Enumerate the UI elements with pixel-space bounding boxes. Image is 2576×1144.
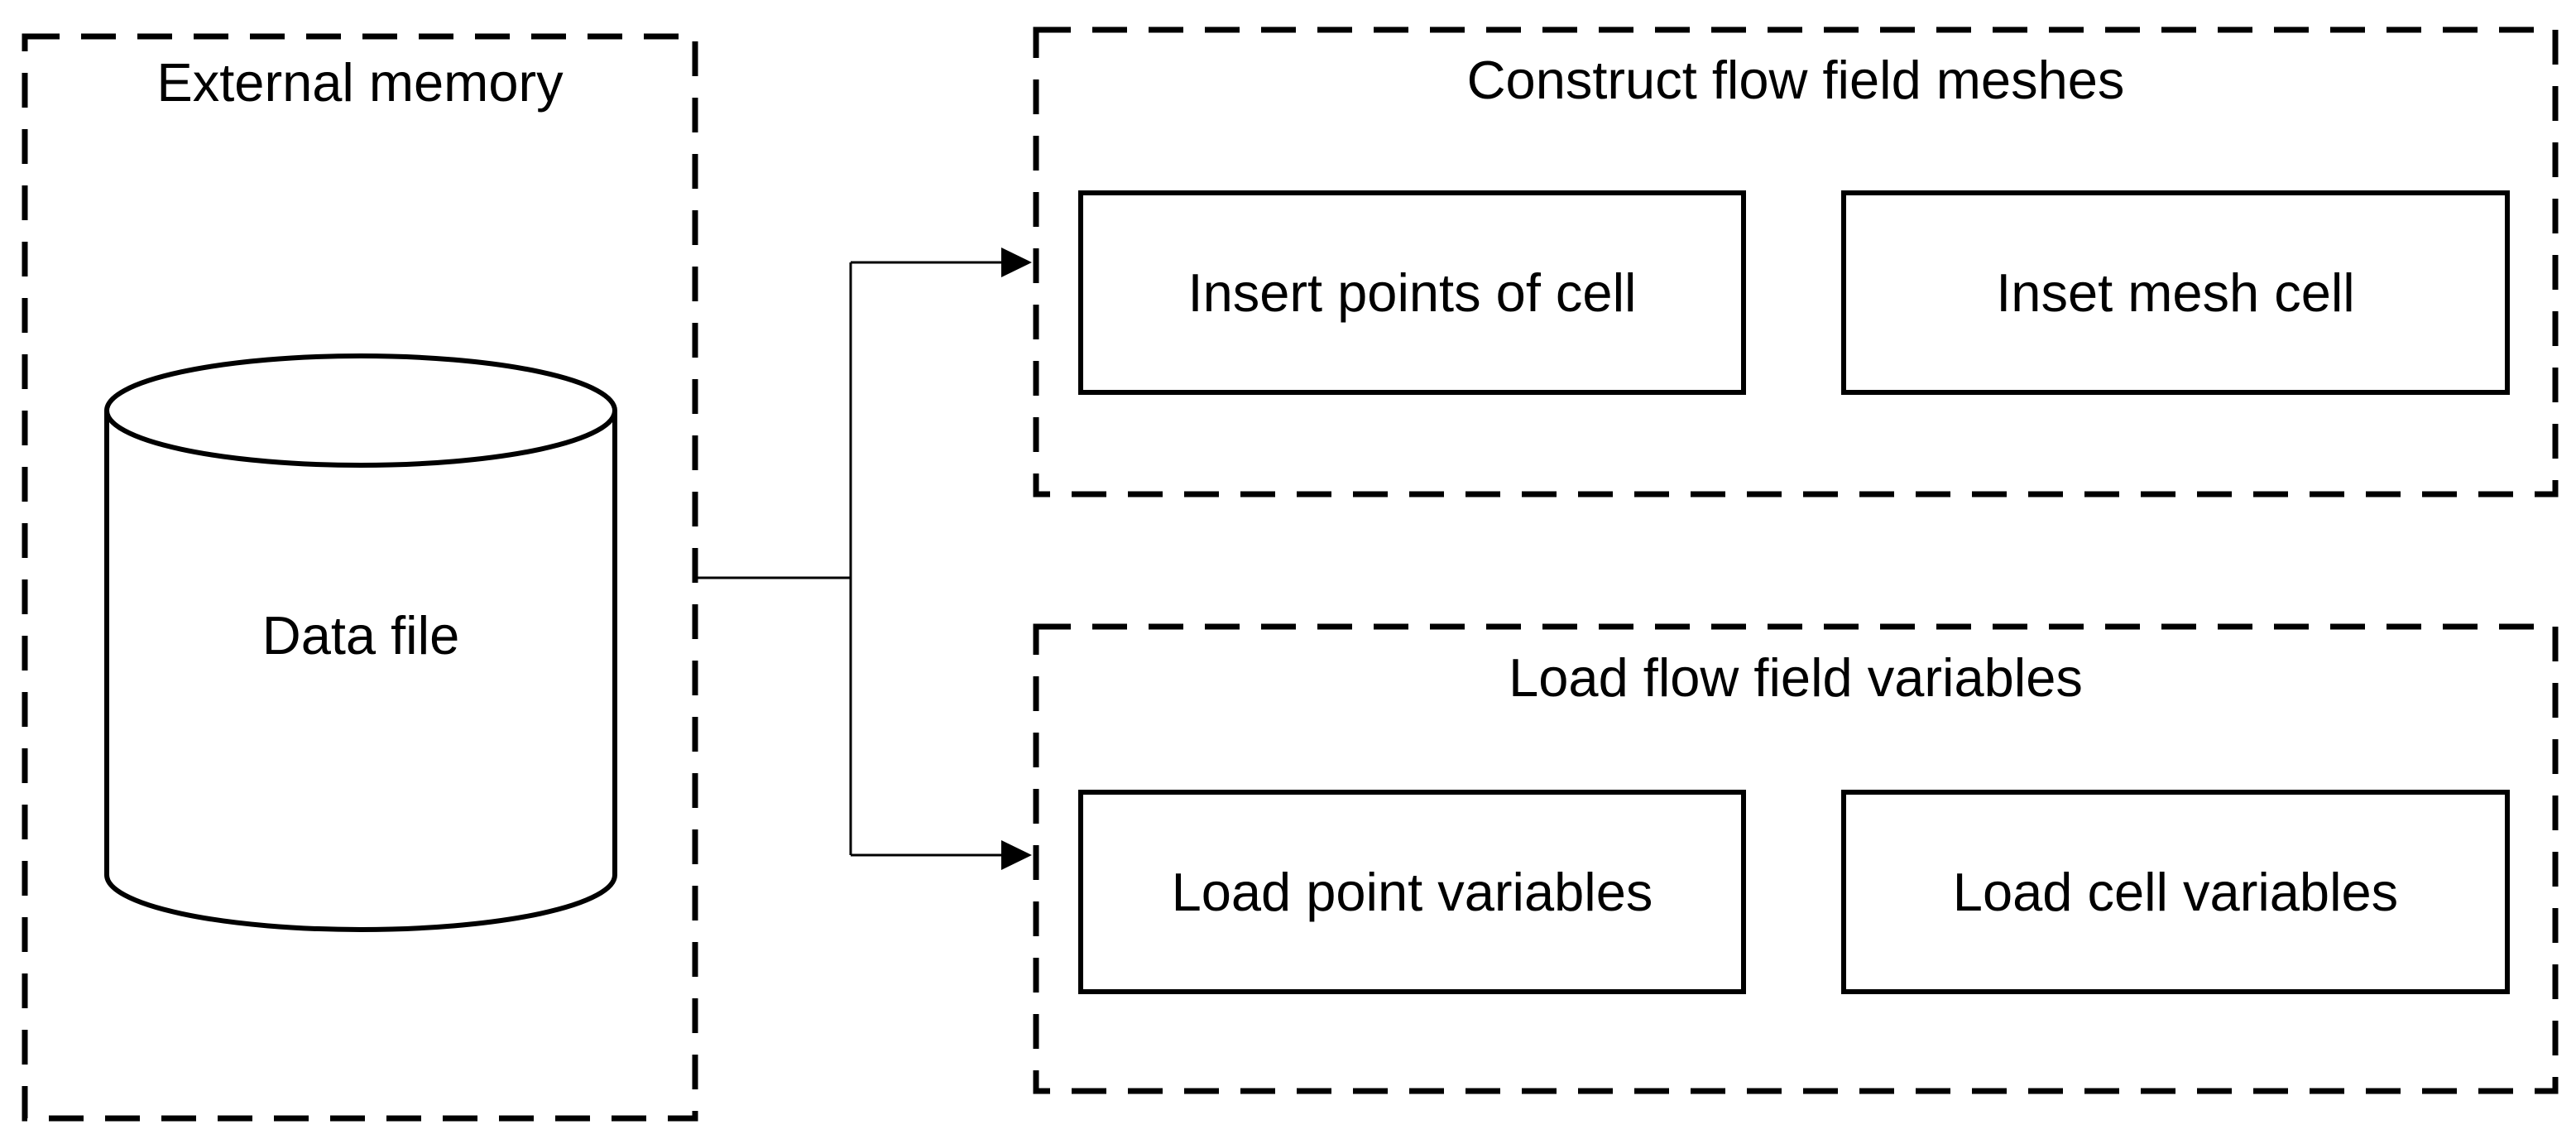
connector-path [695, 261, 1003, 857]
load-group-box [1033, 623, 2559, 1094]
load-point-box [1078, 790, 1746, 994]
cylinder-body [104, 411, 617, 932]
inset-mesh-label: Inset mesh cell [1996, 262, 2355, 323]
insert-points-label: Insert points of cell [1187, 262, 1637, 323]
arrowhead-bottom-icon [1001, 840, 1032, 870]
cylinder-top [104, 353, 617, 468]
inset-mesh-box [1841, 190, 2510, 395]
insert-points-box [1078, 190, 1746, 395]
connector-lines [695, 248, 1032, 870]
load-cell-box [1841, 790, 2510, 994]
external-memory-title: External memory [156, 52, 564, 113]
arrowhead-top-icon [1001, 248, 1032, 277]
data-file-cylinder [104, 353, 617, 932]
load-point-label: Load point variables [1171, 861, 1653, 922]
construct-group-title: Construct flow field meshes [1466, 50, 2125, 111]
load-cell-label: Load cell variables [1952, 861, 2399, 922]
load-group-title: Load flow field variables [1509, 647, 2083, 709]
data-file-label: Data file [261, 605, 460, 666]
construct-group-box [1033, 26, 2559, 497]
